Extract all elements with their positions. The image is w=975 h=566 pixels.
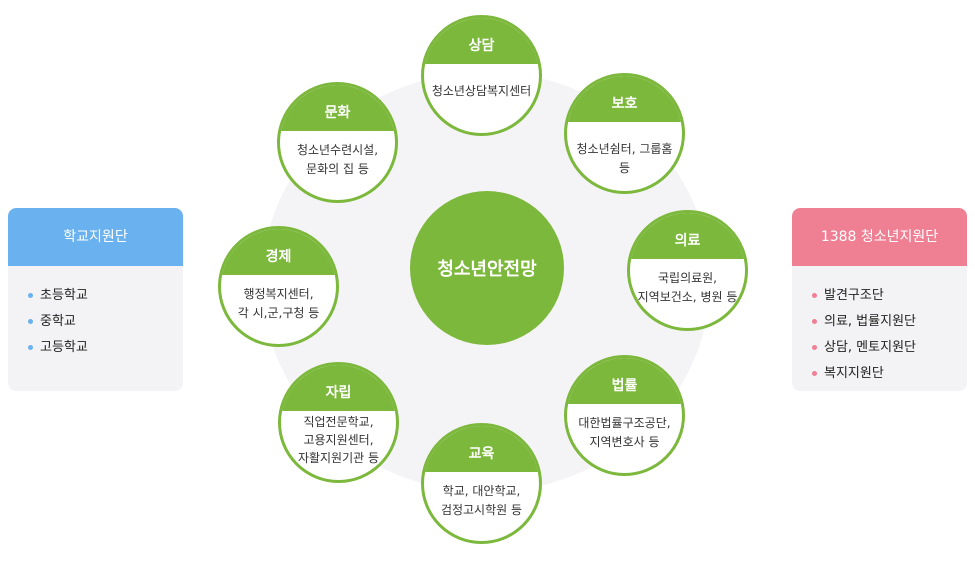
list-item: 발견구조단 — [812, 286, 967, 312]
list-item: 고등학교 — [28, 338, 183, 364]
youth1388-support-title: 1388 청소년지원단 — [792, 208, 967, 266]
node-title: 상담 — [424, 18, 539, 64]
bullet-icon — [28, 319, 33, 324]
node-protect: 보호 청소년쉼터, 그룹홈 등 — [564, 73, 685, 194]
node-description: 청소년수련시설, 문화의 집 등 — [296, 143, 379, 176]
bullet-icon — [28, 293, 33, 298]
node-counsel: 상담 청소년상담복지센터 — [421, 15, 542, 136]
school-support-title: 학교지원단 — [8, 208, 183, 266]
youth1388-support-card: 1388 청소년지원단 발견구조단 의료, 법률지원단 상담, 멘토지원단 복지… — [792, 208, 967, 391]
school-support-card: 학교지원단 초등학교 중학교 고등학교 — [8, 208, 183, 391]
list-item: 중학교 — [28, 312, 183, 338]
bullet-icon — [812, 345, 817, 350]
bullet-icon — [812, 293, 817, 298]
bullet-icon — [28, 345, 33, 350]
bullet-icon — [812, 319, 817, 324]
youth1388-support-list: 발견구조단 의료, 법률지원단 상담, 멘토지원단 복지지원단 — [792, 266, 967, 390]
node-culture: 문화 청소년수련시설, 문화의 집 등 — [277, 82, 398, 203]
list-item: 복지지원단 — [812, 364, 967, 390]
node-description: 국립의료원, 지역보건소, 병원 등 — [637, 271, 738, 304]
node-description: 학교, 대안학교, 검정고시학원 등 — [440, 484, 523, 517]
list-item: 초등학교 — [28, 286, 183, 312]
node-description: 대한법률구조공단, 지역변호사 등 — [578, 416, 671, 449]
node-education: 교육 학교, 대안학교, 검정고시학원 등 — [421, 423, 542, 544]
node-medical: 의료 국립의료원, 지역보건소, 병원 등 — [627, 210, 748, 331]
node-title: 보호 — [567, 76, 682, 122]
node-description: 청소년상담복지센터 — [431, 84, 532, 98]
node-description: 행정복지센터, 각 시,군,구청 등 — [237, 287, 320, 320]
node-independence: 자립 직업전문학교, 고용지원센터, 자활지원기관 등 — [278, 362, 399, 483]
school-support-list: 초등학교 중학교 고등학교 — [8, 266, 183, 364]
node-title: 문화 — [280, 85, 395, 131]
node-economy: 경제 행정복지센터, 각 시,군,구청 등 — [218, 226, 339, 347]
bullet-icon — [812, 371, 817, 376]
node-description: 청소년쉼터, 그룹홈 등 — [576, 142, 673, 175]
node-legal: 법률 대한법률구조공단, 지역변호사 등 — [564, 355, 685, 476]
node-description: 직업전문학교, 고용지원센터, 자활지원기관 등 — [297, 415, 380, 465]
list-item: 의료, 법률지원단 — [812, 312, 967, 338]
list-item: 상담, 멘토지원단 — [812, 338, 967, 364]
youth-safety-net-center: 청소년안전망 — [410, 191, 564, 345]
